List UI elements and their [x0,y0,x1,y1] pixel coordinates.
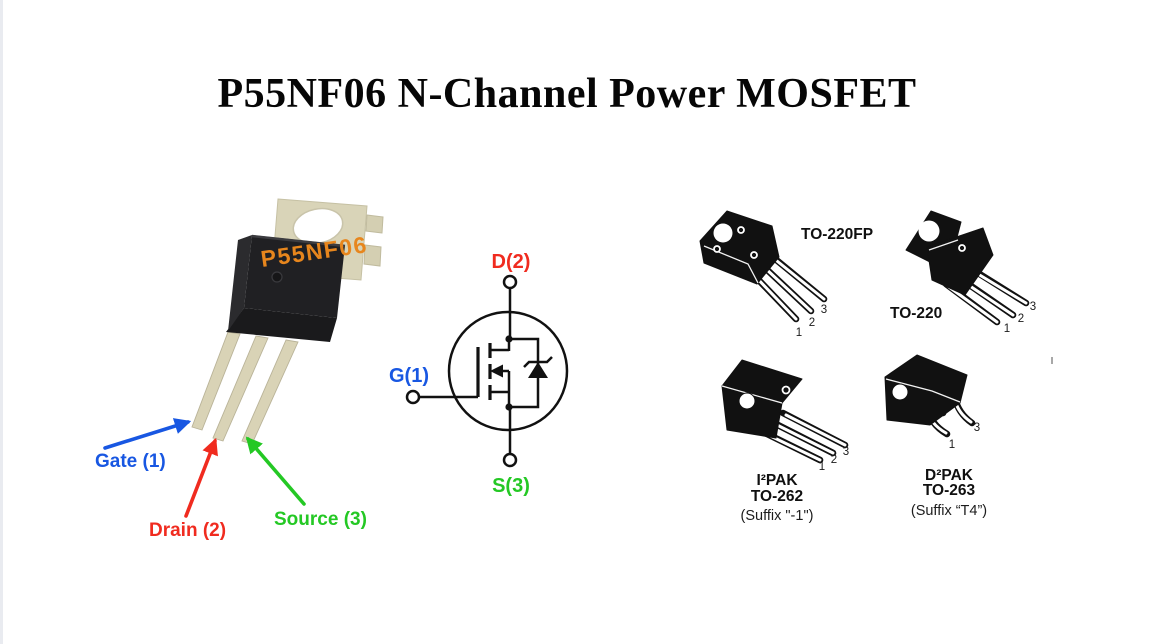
tab-lug-bottom [363,244,382,267]
body-side-face [228,235,252,331]
body-diode-cathode-bar [523,356,553,368]
d2pak-suffix: (Suffix “T4”) [911,503,987,519]
package-i2pak: 1 2 3 I²PAK TO-262 (Suffix "-1") [721,359,849,524]
schematic-source-label: S(3) [492,475,530,497]
package-body: P55NF06 [226,231,369,342]
source-pin-label: Source (3) [274,509,367,530]
to220-pin2: 2 [1018,313,1024,325]
body-front-face [244,235,345,318]
package-d2pak: 1 3 D²PAK TO-263 (Suffix “T4”) [884,354,987,519]
drain-arrow [184,437,218,518]
d2pak-pin3: 3 [974,422,980,434]
page-title: P55NF06 N-Channel Power MOSFET [217,71,917,117]
to220-name: TO-220 [890,305,942,322]
to220-pin3: 3 [1030,301,1036,313]
drain-terminal [502,274,518,290]
d2pak-name: D²PAK [925,467,974,484]
gate-leg [191,331,241,431]
mosfet-photo: P55NF06 Gate (1) Drain (2) Source (3) [95,198,384,541]
i2pak-code: TO-262 [751,488,803,505]
to220fp-face-dot [750,251,758,259]
to220fp-name: TO-220FP [801,226,873,243]
i2pak-name: I²PAK [756,472,798,489]
to220fp-hole [713,223,733,243]
package-legs [191,331,299,445]
to220-hole [918,220,940,242]
body-diode-triangle [528,362,548,378]
package-to220: 1 2 3 TO-220 [890,210,1036,335]
d2pak-notch [891,383,909,401]
drain-junction-dot [505,335,513,343]
body-bottom-ledge [226,308,337,342]
to220fp-pin1: 1 [796,327,802,339]
d2pak-seam [885,378,961,403]
to220fp-pin3: 3 [821,304,827,316]
i2pak-suffix: (Suffix "-1") [741,508,814,524]
to220-pin1: 1 [1004,323,1010,335]
to220fp-pin2: 2 [809,317,815,329]
gate-terminal [405,389,421,405]
drain-pin-label: Drain (2) [149,520,226,541]
body-dimple [271,271,283,283]
tab-lug-top [365,214,384,234]
source-arrow [245,436,306,506]
to220-seam [928,239,959,251]
to220fp-small-hole-1 [737,226,745,234]
d2pak-pin1: 1 [949,439,955,451]
package-variants-panel: 1 2 3 TO-220FP 1 2 3 TO-220 [699,210,1053,524]
i2pak-face-dot [781,385,791,395]
i2pak-pin2: 2 [831,454,837,466]
symbol-circle [447,310,569,432]
body-arrow-icon [490,364,503,378]
d2pak-code: TO-263 [923,482,976,499]
package-to220fp: 1 2 3 TO-220FP [699,210,873,339]
mosfet-schematic-symbol: D(2) G(1) S(3) [389,251,569,497]
to220fp-small-hole-2 [713,245,721,253]
gate-pin-label: Gate (1) [95,451,166,472]
left-edge-strip [0,0,3,644]
i2pak-notch [738,392,756,410]
drain-leg [212,335,269,442]
source-terminal [502,452,518,468]
gate-arrow [103,418,192,450]
schematic-drain-label: D(2) [492,251,531,273]
i2pak-pin3: 3 [843,446,849,458]
to220-face-dot [958,244,966,252]
schematic-gate-label: G(1) [389,365,429,387]
body-top-bevel [251,234,346,248]
i2pak-pin1: 1 [819,461,825,473]
